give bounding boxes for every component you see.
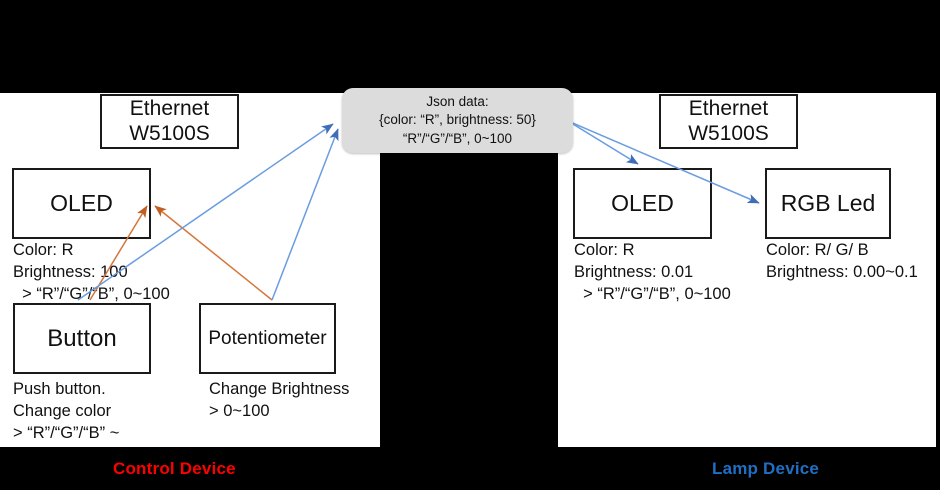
control-oled-annotation: Color: R Brightness: 100 > “R”/“G”/“B”, …	[13, 241, 170, 303]
lamp-ethernet-line1: Ethernet	[688, 97, 769, 121]
lamp-ethernet-line2: W5100S	[688, 121, 769, 145]
arrow-potentiometer-to-oled	[154, 205, 273, 301]
lamp-rgb-led-label: RGB Led	[780, 190, 876, 217]
control-ethernet-line2: W5100S	[129, 121, 210, 145]
arrow-button-to-json	[77, 123, 334, 301]
control-potentiometer-box: Potentiometer	[199, 303, 336, 374]
lamp-ethernet-label: Ethernet W5100S	[688, 97, 769, 145]
control-device-panel	[0, 93, 380, 447]
control-ethernet-label: Ethernet W5100S	[129, 97, 210, 145]
control-button-label: Button	[47, 324, 117, 352]
control-ethernet-line1: Ethernet	[129, 97, 210, 121]
lamp-oled-label: OLED	[611, 190, 674, 217]
lamp-oled-box: OLED	[573, 168, 712, 239]
control-button-box: Button	[13, 303, 151, 374]
lamp-device-panel	[558, 93, 936, 447]
control-potentiometer-label: Potentiometer	[208, 327, 327, 349]
json-data-bubble: Json data: {color: “R”, brightness: 50} …	[342, 88, 573, 153]
json-data-payload: {color: “R”, brightness: 50}	[379, 112, 536, 128]
json-data-title: Json data:	[426, 94, 489, 110]
arrow-potentiometer-to-json	[271, 128, 339, 301]
control-oled-label: OLED	[50, 190, 113, 217]
lamp-ethernet-box: Ethernet W5100S	[659, 94, 798, 149]
lamp-device-label: Lamp Device	[712, 459, 820, 478]
control-button-annotation: Push button. Change color > “R”/“G”/“B” …	[13, 380, 120, 442]
control-ethernet-box: Ethernet W5100S	[100, 94, 239, 149]
arrow-json-to-rgb-led	[567, 120, 760, 204]
json-data-range: “R”/“G”/“B”, 0~100	[402, 130, 513, 146]
arrow-json-to-oled	[567, 120, 639, 165]
control-oled-box: OLED	[12, 168, 151, 239]
control-device-label: Control Device	[113, 459, 236, 478]
lamp-rgb-led-box: RGB Led	[765, 168, 891, 239]
control-potentiometer-annotation: Change Brightness > 0~100	[209, 380, 350, 420]
lamp-oled-annotation: Color: R Brightness: 0.01 > “R”/“G”/“B”,…	[574, 241, 731, 303]
lamp-rgb-led-annotation: Color: R/ G/ B Brightness: 0.00~0.1	[766, 241, 918, 281]
